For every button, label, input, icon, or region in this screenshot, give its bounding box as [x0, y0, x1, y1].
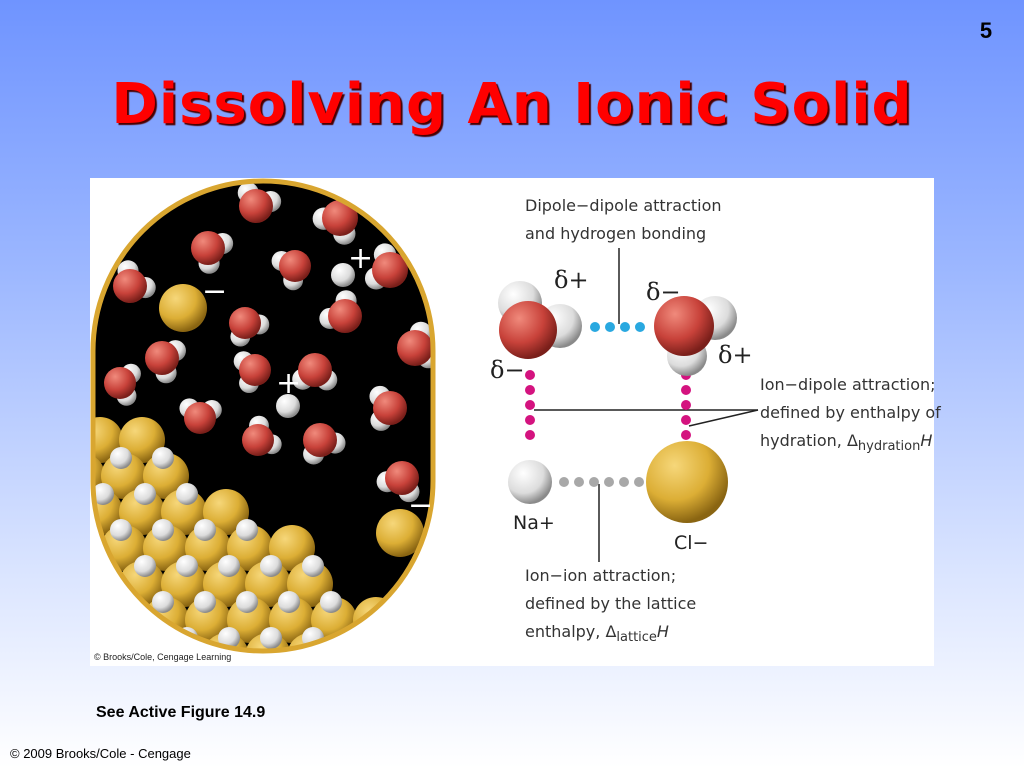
- dissolution-illustration: [90, 178, 759, 666]
- na-ion-label: Na+: [513, 512, 555, 534]
- active-figure-link[interactable]: See Active Figure 14.9: [96, 704, 266, 721]
- cl-ion: [159, 284, 207, 332]
- cl-ion: [119, 417, 165, 463]
- water-molecule: [104, 363, 141, 406]
- na-ion: [331, 263, 355, 287]
- na-ion: [110, 447, 132, 469]
- water-molecule: [191, 231, 234, 274]
- beaker-minus-sign: −: [202, 274, 228, 309]
- detail-water-molecules: [498, 281, 737, 376]
- delta-minus-label: δ−: [646, 278, 681, 306]
- water-molecule: [242, 415, 282, 456]
- water-molecule: [233, 351, 271, 394]
- na-ion: [93, 627, 114, 649]
- ion-dipole-label-line: hydration, ΔhydrationH: [760, 431, 933, 454]
- dipole-label-line: and hydrogen bonding: [525, 224, 707, 243]
- water-molecule: [292, 353, 338, 391]
- beaker-plus-sign: +: [348, 241, 374, 276]
- na-ion: [194, 663, 216, 666]
- na-ion: [134, 627, 156, 649]
- water-molecule: [179, 398, 222, 434]
- na-ion: [194, 519, 216, 541]
- slide-number: 5: [979, 18, 993, 43]
- cl-ion: [376, 509, 424, 557]
- na-ion: [320, 663, 342, 666]
- water-molecule: [344, 181, 380, 194]
- na-ion: [260, 555, 282, 577]
- ion-ion-label-line: defined by the lattice: [525, 594, 697, 613]
- oxygen-atom: [499, 301, 557, 359]
- water-molecule: [303, 423, 346, 465]
- ion-ion-label-line: enthalpy, ΔlatticeH: [525, 622, 669, 645]
- ion-dipole-label-line: Ion−dipole attraction;: [760, 375, 936, 394]
- na-ion: [152, 519, 174, 541]
- ion-dipole-label-line: defined by enthalpy of: [760, 403, 941, 422]
- na-ion: [218, 555, 240, 577]
- na-ion: [152, 447, 174, 469]
- delta-plus-label: δ+: [718, 341, 753, 369]
- na-ion: [236, 663, 258, 666]
- copyright-footer: © 2009 Brooks/Cole - Cengage: [10, 746, 191, 761]
- delta-minus-label: δ−: [490, 356, 525, 384]
- water-molecule: [145, 340, 186, 384]
- water-molecule: [397, 321, 433, 369]
- na-ion: [320, 591, 342, 613]
- cl-ion: [203, 489, 249, 535]
- na-ion: [278, 663, 300, 666]
- na-ion: [260, 627, 282, 649]
- beaker-minus-sign: −: [408, 488, 434, 523]
- water-molecule: [376, 461, 420, 503]
- na-ion: [194, 591, 216, 613]
- water-molecules: [104, 181, 433, 557]
- ion-ion-label-line: Ion−ion attraction;: [525, 566, 677, 585]
- delta-plus-label: δ+: [554, 266, 589, 294]
- na-ion: [176, 483, 198, 505]
- water-molecule: [319, 290, 362, 333]
- na-ion: [362, 663, 384, 666]
- water-molecule: [364, 243, 408, 290]
- cl-ion: [93, 417, 123, 463]
- na-ion: [404, 663, 426, 666]
- water-molecule: [237, 182, 282, 223]
- cl-ion: [93, 597, 105, 643]
- na-ion: [93, 483, 114, 505]
- oxygen-atom: [654, 296, 714, 356]
- cl-ion-label: Cl−: [674, 532, 709, 554]
- water-molecule: [312, 200, 358, 245]
- cl-ion-sphere: [646, 441, 728, 523]
- slide-title: Dissolving An Ionic Solid: [111, 72, 913, 137]
- na-ion: [236, 591, 258, 613]
- na-ion: [236, 519, 258, 541]
- beaker-plus-sign: +: [276, 366, 302, 401]
- water-molecule: [124, 181, 167, 200]
- na-ion: [134, 483, 156, 505]
- dipole-label-line: Dipole−dipole attraction: [525, 196, 722, 215]
- cl-ion: [371, 633, 417, 651]
- na-ion: [110, 519, 132, 541]
- figure-credit: © Brooks/Cole, Cengage Learning: [94, 652, 232, 662]
- na-ion: [386, 627, 408, 649]
- na-ion: [152, 591, 174, 613]
- dissolution-figure: + − + − Dipole−dipole attraction and hyd…: [90, 178, 941, 666]
- water-molecule: [113, 260, 156, 303]
- na-ion: [276, 394, 300, 418]
- attraction-dots: [525, 322, 691, 487]
- na-ion: [110, 663, 132, 666]
- na-ion: [176, 555, 198, 577]
- water-molecule: [229, 307, 270, 347]
- cl-ion: [329, 633, 375, 651]
- na-ion: [302, 555, 324, 577]
- cl-ion: [269, 525, 315, 571]
- na-ion: [134, 555, 156, 577]
- na-ion: [152, 663, 174, 666]
- water-molecule: [271, 250, 311, 291]
- na-ion: [278, 591, 300, 613]
- na-ion: [110, 591, 132, 613]
- beaker-outline: [90, 178, 436, 654]
- water-molecule: [369, 385, 407, 431]
- cl-ion: [101, 597, 147, 643]
- na-ion: [218, 627, 240, 649]
- na-ion-sphere: [508, 460, 552, 504]
- leader-lines: [534, 248, 759, 562]
